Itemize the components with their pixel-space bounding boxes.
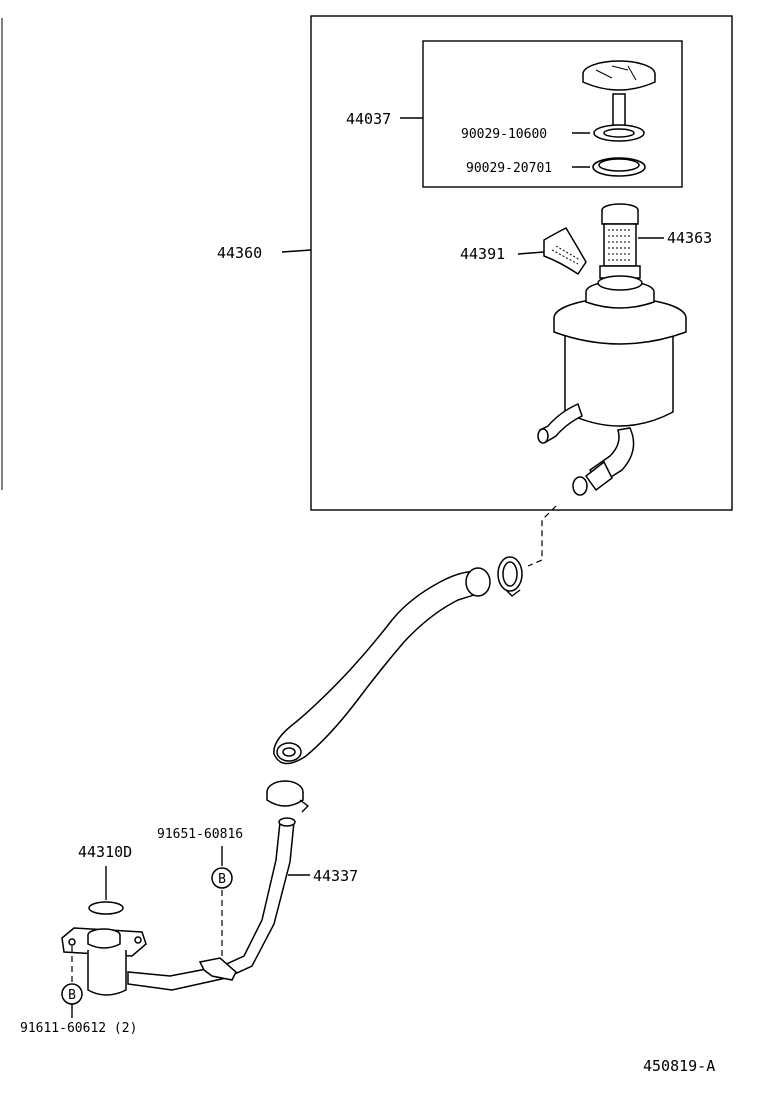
reservoir-cap: [582, 60, 656, 131]
label-flange-bolt: 91611-60612 (2): [20, 1021, 137, 1036]
leader-reservoir-assy: [281, 249, 312, 253]
label-cap-gasket: 90029-10600: [461, 127, 547, 142]
label-cap-assy: 44037: [346, 110, 391, 128]
reservoir-body: [553, 275, 687, 427]
pipe-clamp-bracket: [198, 957, 237, 981]
strainer: [599, 203, 641, 279]
cap-gasket: [593, 124, 645, 142]
leader-caution-plate: [517, 251, 545, 255]
cap-assembly-frame: [422, 40, 683, 188]
label-clamp-bolt: 91651-60816: [157, 827, 243, 842]
bolt-mark-upper: B: [218, 872, 226, 887]
grommet-o-ring: [88, 901, 124, 915]
connection-dashed-line: [527, 505, 557, 567]
caution-plate: [543, 227, 587, 276]
diagram-code: 450819-A: [643, 1057, 715, 1075]
upper-hose-clamp: [497, 556, 523, 597]
bolt-mark-lower: B: [68, 988, 76, 1003]
return-pipe: [127, 821, 295, 991]
label-cap-seal: 90029-20701: [466, 161, 552, 176]
lower-hose-clamp: [266, 780, 310, 813]
label-strainer: 44363: [667, 229, 712, 247]
bolt-mark-upper-circle: [211, 867, 233, 889]
label-reservoir-assy: 44360: [217, 244, 262, 262]
bolt-mark-lower-circle: [61, 983, 83, 1005]
pipe-union-flange: [61, 927, 147, 996]
return-hose: [273, 571, 489, 765]
label-grommet: 44310D: [78, 843, 132, 861]
label-pipe: 44337: [313, 867, 358, 885]
reservoir-assembly-frame: [310, 15, 733, 511]
label-caution-plate: 44391: [460, 245, 505, 263]
cap-seal: [592, 157, 646, 177]
